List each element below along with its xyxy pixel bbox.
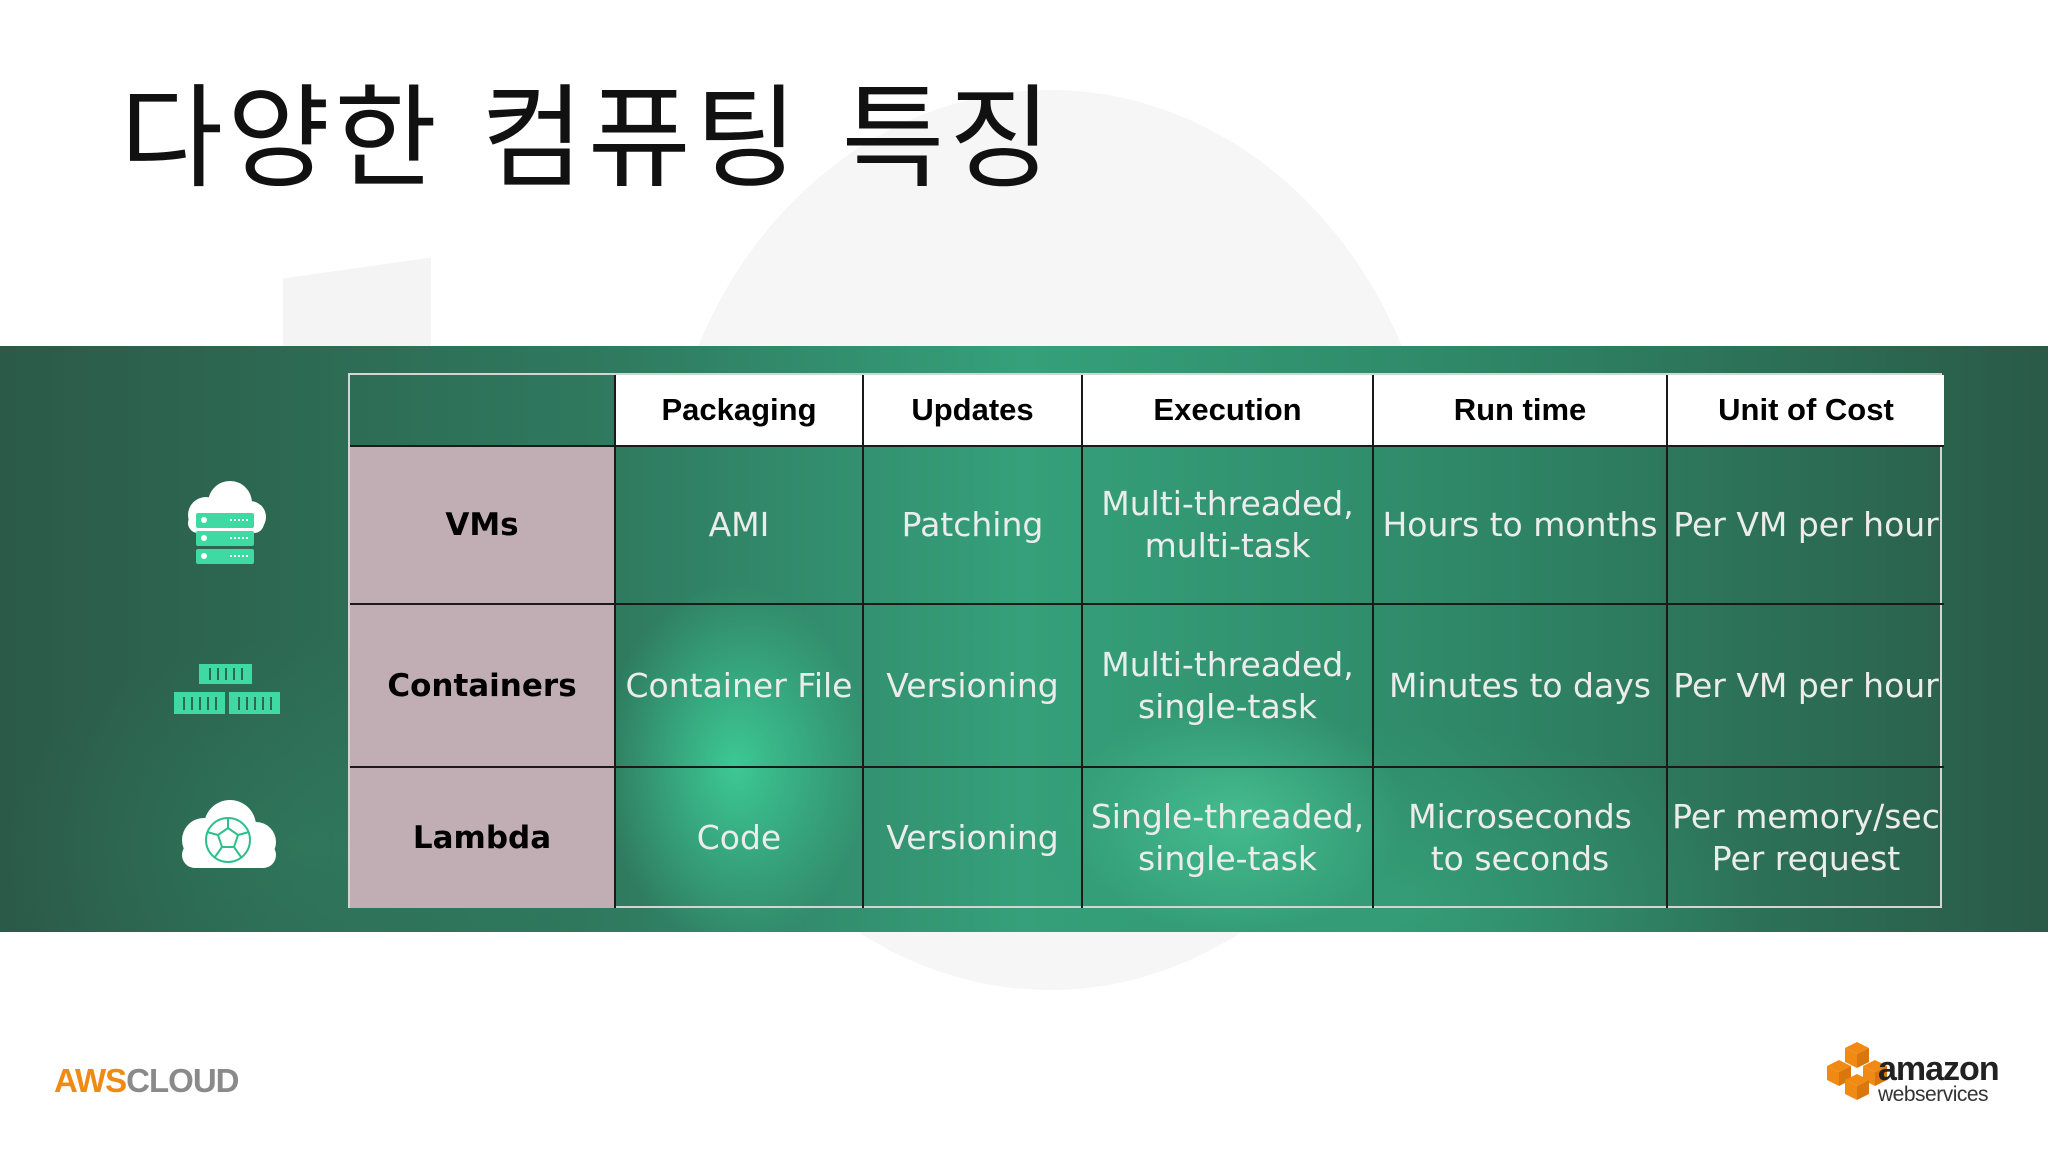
table-cell: Per VM per hour	[1668, 447, 1944, 605]
aws-text: AWS	[54, 1062, 127, 1099]
table-cell: Patching	[864, 447, 1083, 605]
aws-cloud-logo: AWSCLOUD	[54, 1062, 240, 1100]
table-cell: Versioning	[864, 605, 1083, 768]
comparison-table: Packaging Updates Execution Run time Uni…	[348, 373, 1944, 908]
table-cell: Per memory/sec Per request	[1672, 797, 1940, 878]
row-header-vms: VMs	[350, 447, 616, 605]
table-cell: Hours to months	[1374, 447, 1668, 605]
table-cell: Multi-threaded, multi-task	[1083, 447, 1374, 605]
cloud-text: CLOUD	[126, 1062, 239, 1099]
row-header-containers: Containers	[350, 605, 616, 768]
table-cell: Microseconds to seconds	[1374, 768, 1668, 908]
row-header-lambda: Lambda	[350, 768, 616, 908]
column-header-run-time: Run time	[1374, 375, 1668, 447]
amazon-boxes-icon	[1827, 1042, 1887, 1100]
table-cell: Code	[616, 768, 864, 908]
column-header-updates: Updates	[864, 375, 1083, 447]
amazon-wordmark: amazon	[1878, 1050, 2000, 1088]
lambda-cloud-icon	[182, 800, 276, 868]
column-header-unit-of-cost: Unit of Cost	[1668, 375, 1944, 447]
table-cell: Container File	[616, 605, 864, 768]
table-cell: AMI	[616, 447, 864, 605]
table-cell: Per VM per hour	[1668, 605, 1944, 768]
containers-stack-icon	[174, 664, 280, 714]
table-cell: Versioning	[864, 768, 1083, 908]
table-cell: Single-threaded, single-task	[1083, 768, 1374, 908]
table-cell: Minutes to days	[1374, 605, 1668, 768]
slide-title: 다양한 컴퓨팅 특징	[120, 74, 1056, 204]
webservices-wordmark: webservices	[1878, 1083, 1989, 1106]
server-stack-cloud-icon	[188, 481, 266, 564]
table-cell: Multi-threaded, single-task	[1083, 605, 1374, 768]
column-header-packaging: Packaging	[616, 375, 864, 447]
table-corner-cell	[350, 375, 616, 447]
column-header-execution: Execution	[1083, 375, 1374, 447]
